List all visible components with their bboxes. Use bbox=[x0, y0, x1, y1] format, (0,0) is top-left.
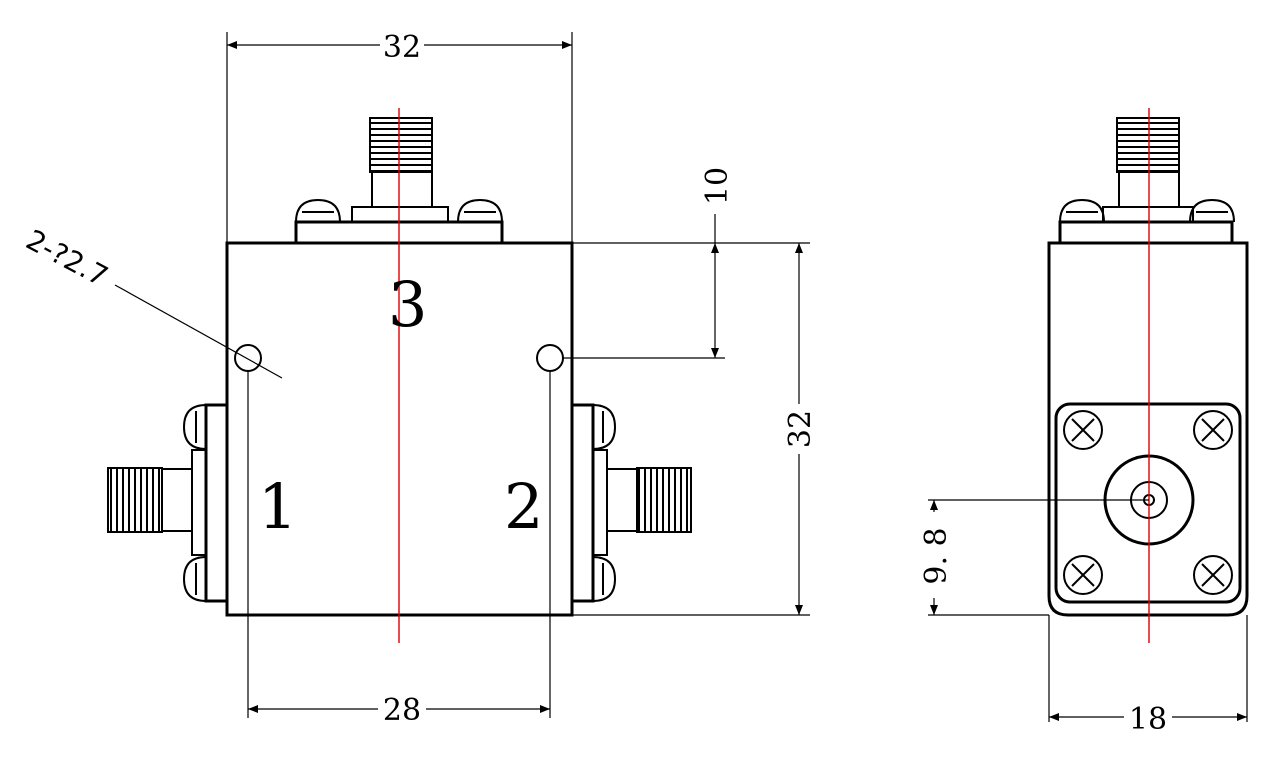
hole-callout-label: 2-?2.7 bbox=[21, 223, 114, 293]
front-view: 3 1 2 32 28 32 bbox=[21, 30, 818, 728]
dim-width-bottom-label: 28 bbox=[383, 693, 421, 728]
mounting-hole-left bbox=[234, 344, 262, 372]
side-body bbox=[1047, 241, 1249, 617]
right-connector bbox=[570, 403, 692, 603]
dim-connector-height-label: 9. 8 bbox=[919, 527, 954, 584]
dim-width-top: 32 bbox=[226, 30, 573, 243]
top-connector-thread bbox=[369, 117, 433, 173]
port-label-1: 1 bbox=[258, 470, 297, 543]
left-connector-thread bbox=[107, 467, 163, 533]
right-connector-thread bbox=[636, 467, 692, 533]
flange-screws bbox=[1063, 410, 1233, 595]
dim-hole-offset-label: 10 bbox=[700, 167, 735, 205]
port-label-3: 3 bbox=[388, 268, 427, 341]
dim-side-width-label: 18 bbox=[1129, 702, 1167, 737]
dim-side-width: 18 bbox=[1048, 615, 1248, 737]
dim-hole-offset: 10 bbox=[563, 167, 735, 359]
side-top-connector bbox=[1058, 117, 1235, 245]
dim-width-top-label: 32 bbox=[383, 30, 421, 65]
port-label-2: 2 bbox=[504, 470, 543, 543]
side-view: 18 9. 8 bbox=[919, 108, 1249, 737]
dim-width-bottom: 28 bbox=[247, 372, 551, 728]
hole-callout: 2-?2.7 bbox=[21, 223, 283, 379]
mounting-hole-right bbox=[536, 344, 564, 372]
dim-height-right: 32 bbox=[572, 242, 818, 616]
dim-connector-height: 9. 8 bbox=[919, 499, 1149, 616]
dim-height-right-label: 32 bbox=[783, 410, 818, 448]
side-connector-flange bbox=[1054, 402, 1242, 604]
left-connector bbox=[107, 403, 229, 603]
side-connector-thread bbox=[1116, 117, 1180, 173]
